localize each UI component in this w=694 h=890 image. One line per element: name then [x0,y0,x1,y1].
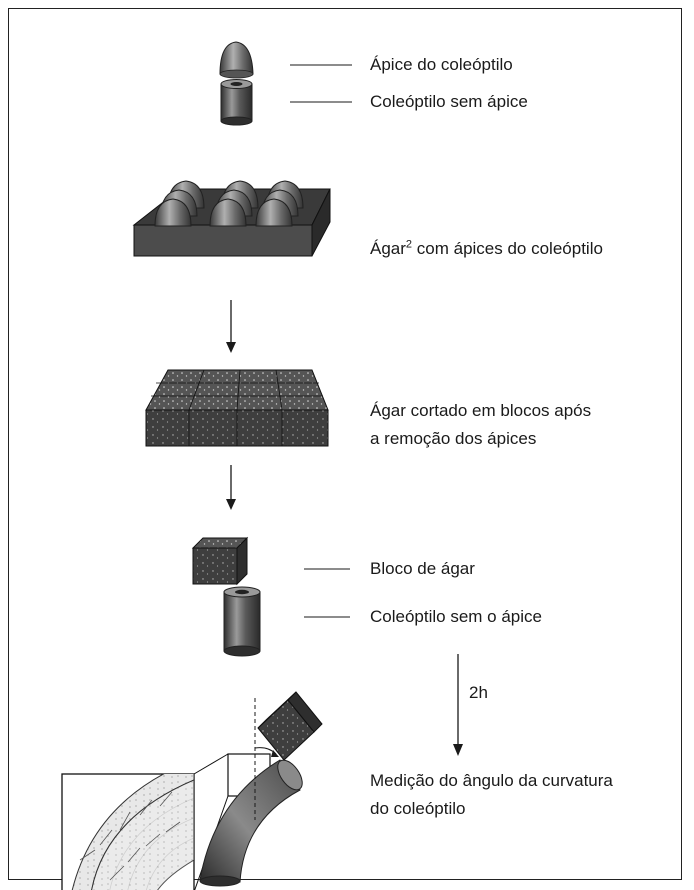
arrow-down-time [453,654,463,756]
tip-dome [255,198,293,227]
label-agar-word: Ágar [370,239,406,258]
agar-block-on-stump [191,536,249,586]
label-measure-line2: do coleóptilo [370,799,466,818]
agar-slab-with-tips [132,180,331,257]
angle-indicator [254,698,279,820]
tilted-agar-block [257,691,323,761]
curved-coleoptile [199,759,303,887]
tip-dome [154,198,192,227]
label-measure-line1: Medição do ângulo da curvatura [370,771,613,790]
tip-dome [209,198,247,227]
label-agar-cut-line2: a remoção dos ápices [370,429,537,448]
label-stump-no-tip: Coleóptilo sem o ápice [370,607,542,626]
label-agar-cut-line1: Ágar cortado em blocos após [370,401,592,420]
arrow-down-1 [226,300,236,353]
label-coleoptile-stump: Coleóptilo sem ápice [370,92,528,111]
magnified-cells [61,773,195,890]
agar-cut-blocks [145,369,329,447]
label-coleoptile-tip: Ápice do coleóptilo [370,55,513,74]
label-agar-with-tips: Ágar2 com ápices do coleóptilo [370,237,603,261]
label-agar-block: Bloco de ágar [370,559,475,578]
label-agar-superscript: 2 [405,238,413,251]
figure-frame [8,8,682,880]
label-agar-rest: com ápices do coleóptilo [412,239,603,258]
coleoptile-tip [219,41,254,79]
coleoptile-stump [220,79,253,126]
stump-under-block [223,586,261,657]
arrow-down-2 [226,465,236,510]
label-time-2h: 2h [469,683,488,702]
